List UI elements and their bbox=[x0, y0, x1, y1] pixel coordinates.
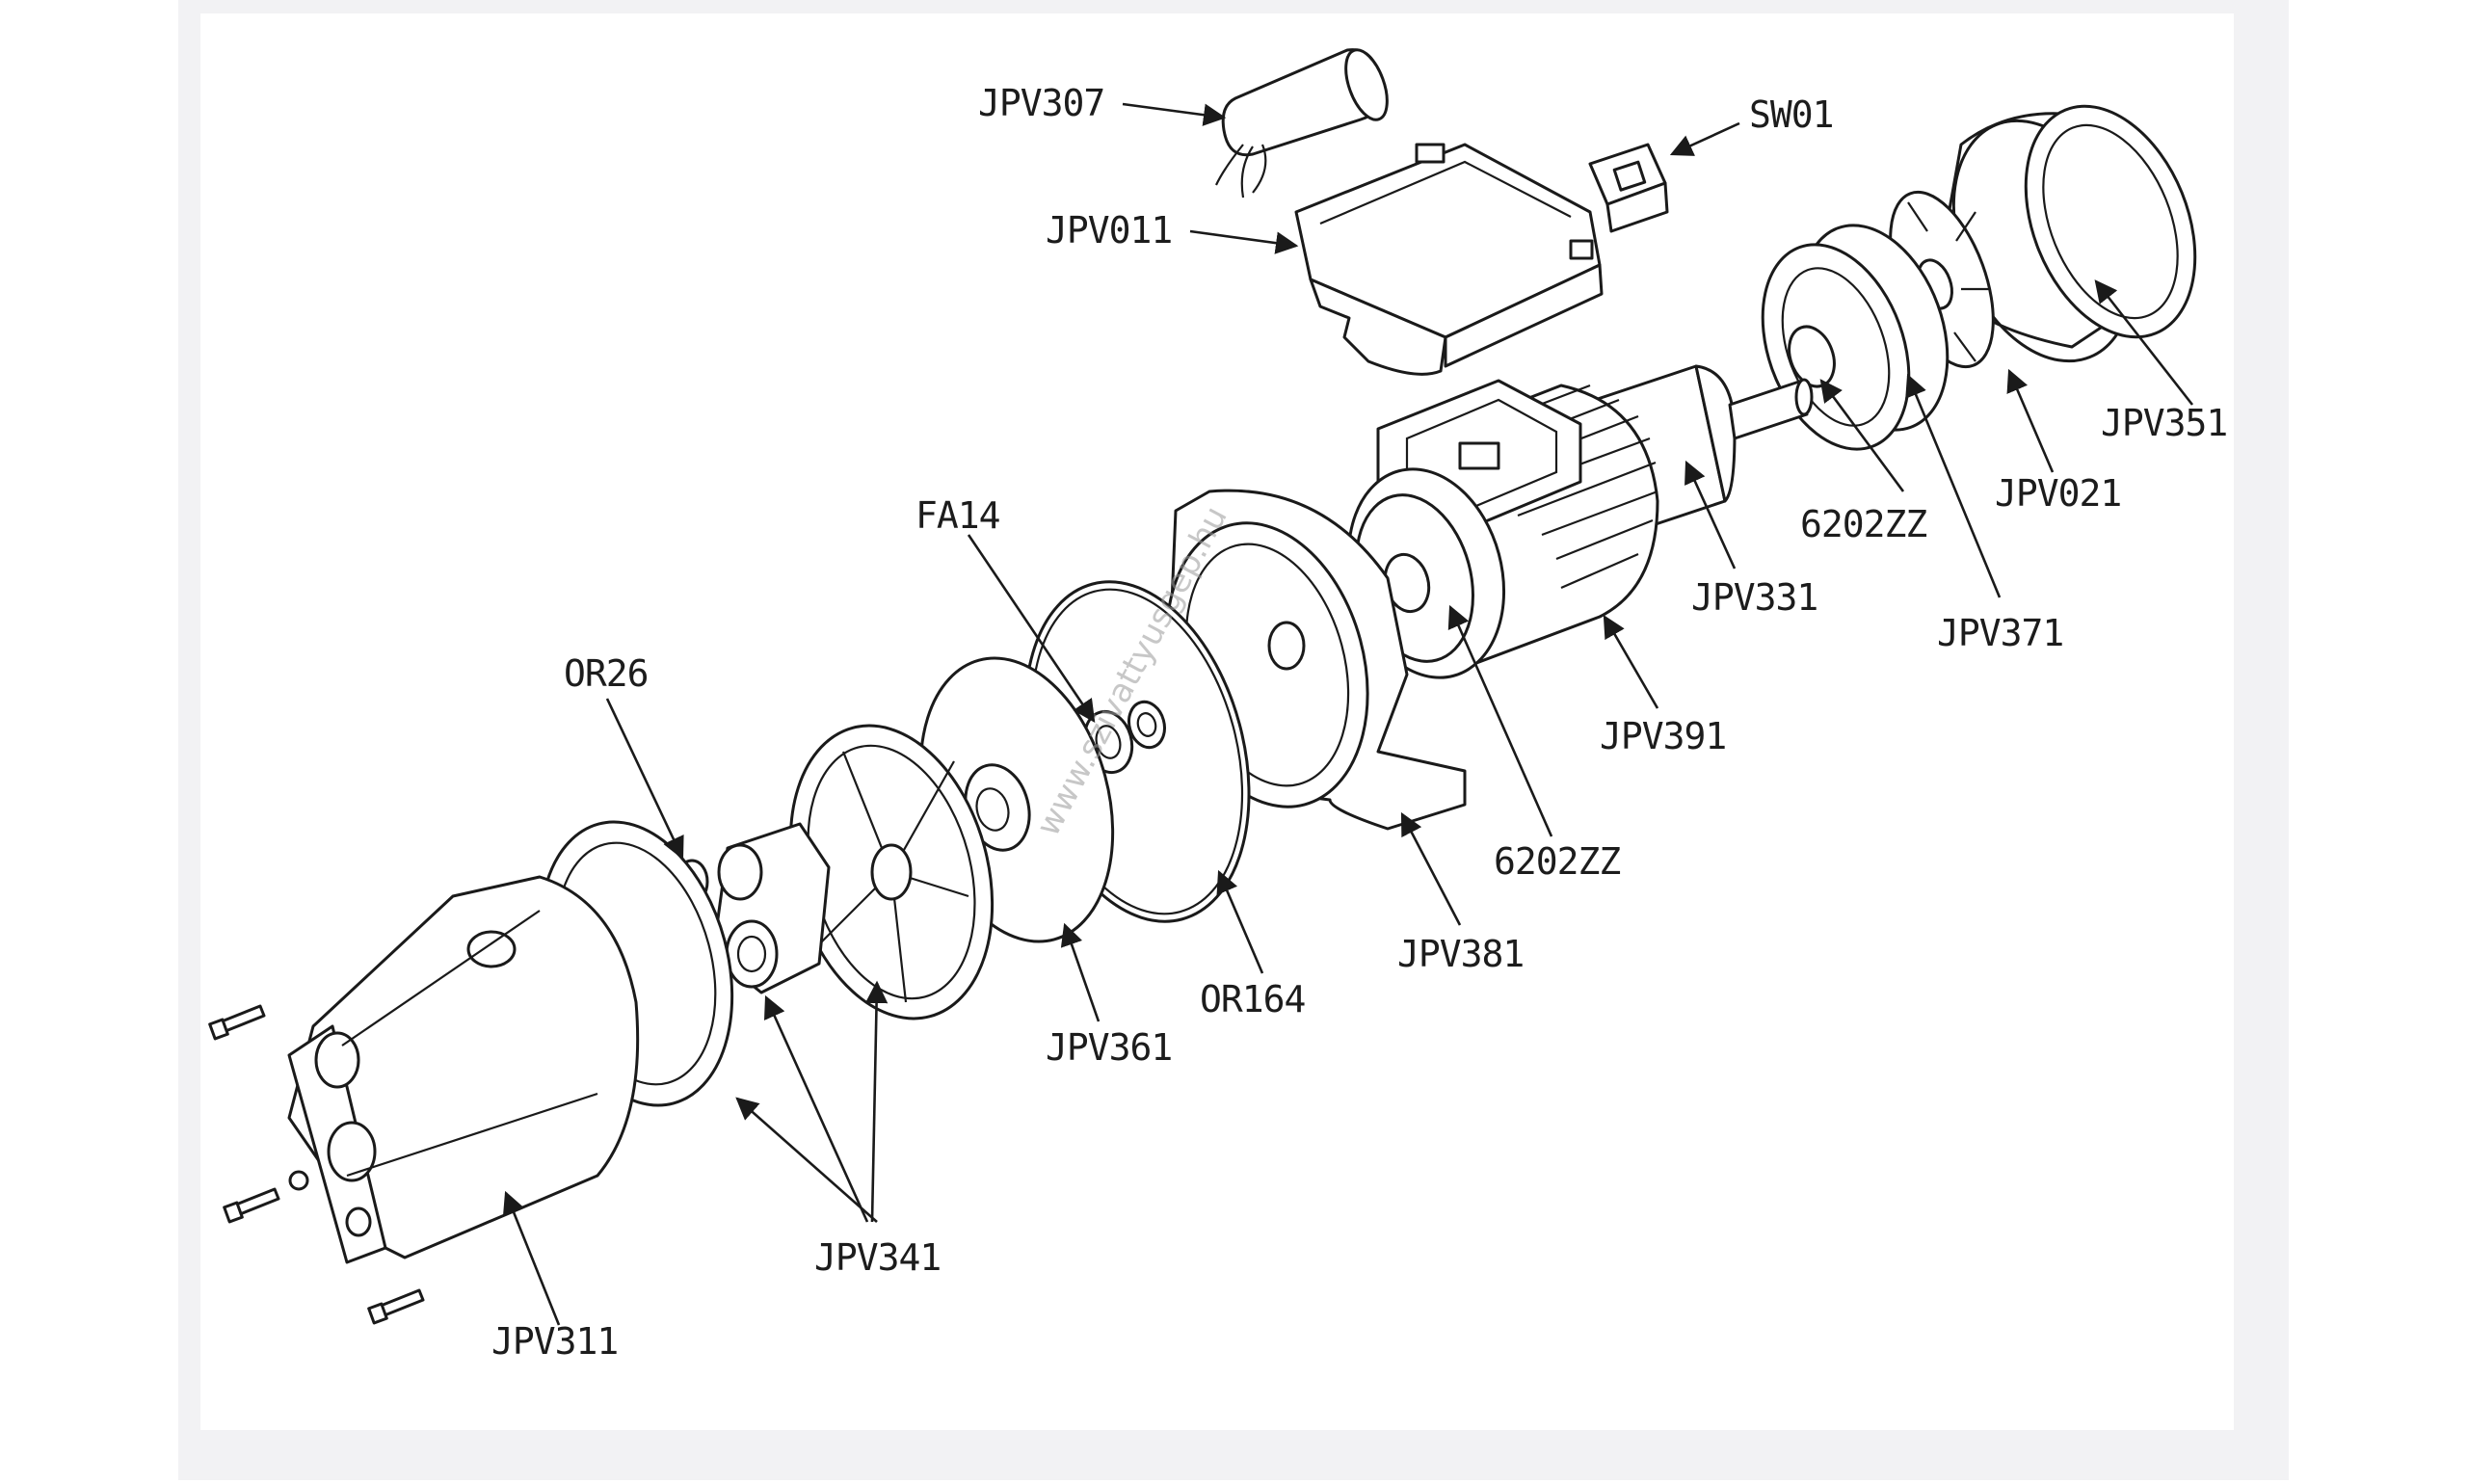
label-jpv331: JPV331 bbox=[1691, 576, 1817, 619]
label-jpv381: JPV381 bbox=[1397, 933, 1524, 975]
label-jpv391: JPV391 bbox=[1600, 715, 1726, 757]
terminal-box-cover-part bbox=[1294, 143, 1604, 376]
label-jpv011: JPV011 bbox=[1046, 209, 1172, 252]
fan-cover-part bbox=[1935, 104, 2197, 363]
capacitor-part bbox=[1215, 48, 1389, 199]
label-jpv021: JPV021 bbox=[1995, 472, 2121, 515]
switch-part bbox=[1588, 143, 1669, 233]
diffuser-part bbox=[711, 724, 995, 1020]
pump-body-part bbox=[287, 820, 734, 1264]
label-fa14: FA14 bbox=[915, 494, 1000, 537]
label-jpv341: JPV341 bbox=[814, 1236, 941, 1279]
label-jpv311: JPV311 bbox=[491, 1320, 618, 1363]
label-jpv361: JPV361 bbox=[1046, 1026, 1172, 1069]
label-jpv307: JPV307 bbox=[978, 82, 1104, 124]
label-jpv371: JPV371 bbox=[1937, 612, 2063, 654]
label-jpv351: JPV351 bbox=[2101, 402, 2227, 444]
label-sw01: SW01 bbox=[1749, 93, 1834, 136]
label-or164: OR164 bbox=[1200, 978, 1306, 1020]
label-or26: OR26 bbox=[564, 652, 649, 695]
leader-lines bbox=[502, 102, 2194, 1326]
bolts-part bbox=[208, 1004, 425, 1325]
label-6202zz-mid: 6202ZZ bbox=[1494, 840, 1620, 883]
label-6202zz-top: 6202ZZ bbox=[1800, 503, 1926, 545]
